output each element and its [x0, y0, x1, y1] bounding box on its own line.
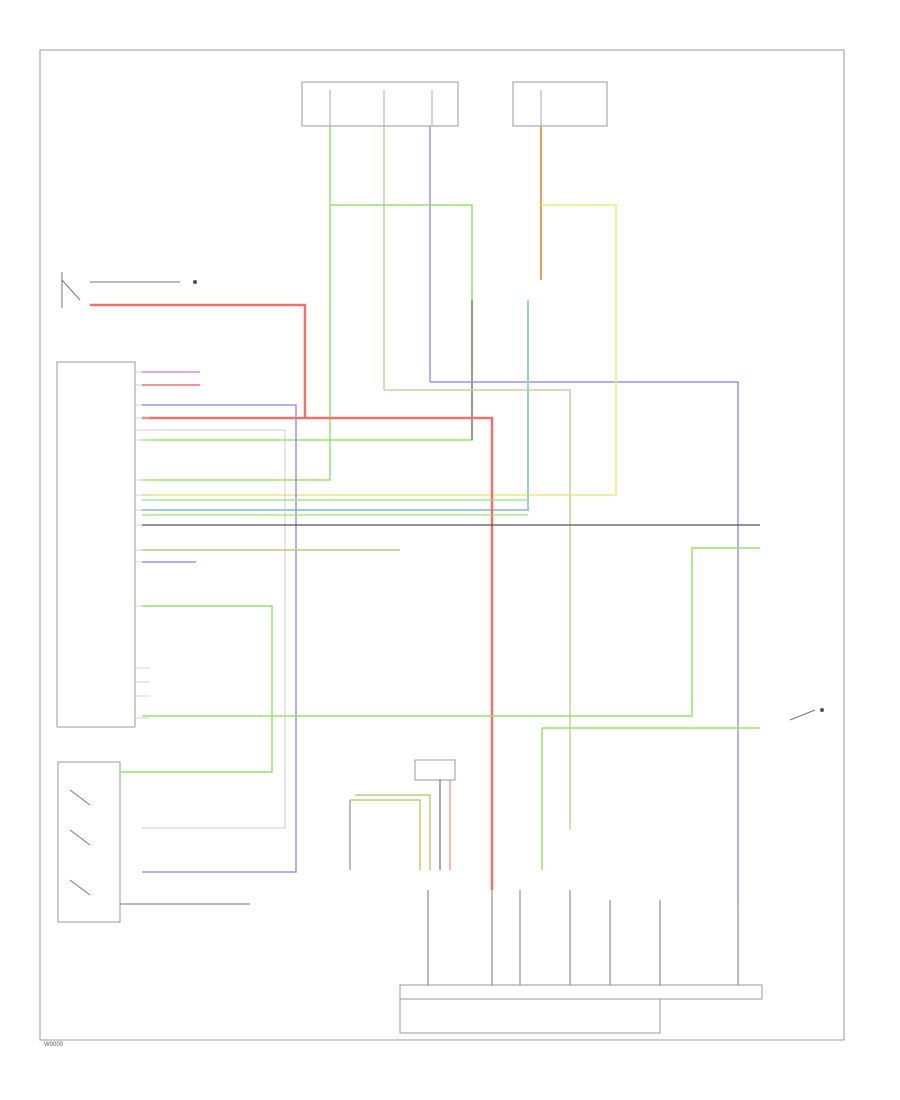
fuse-box-left [301, 81, 459, 127]
corner-code: W0000 [44, 1042, 64, 1048]
wire-gray-module [142, 429, 286, 829]
wire-light-blue [142, 300, 529, 511]
wire-red-long [142, 416, 494, 890]
fuse-box-group [301, 81, 608, 127]
wire-green-side [142, 605, 273, 773]
wire-green-top [142, 205, 331, 481]
fuse-box-right [512, 81, 608, 127]
bottom-module-leads [427, 890, 739, 985]
wire-green-long [142, 547, 760, 717]
lower-left-switch [57, 761, 121, 923]
right-switch [789, 708, 824, 721]
control-module [56, 361, 136, 728]
switch-contacts [69, 789, 91, 896]
wire-red-upper [90, 303, 307, 418]
upper-left-switch [61, 272, 197, 308]
connector-wires [349, 780, 451, 870]
bottom-module-box [399, 998, 661, 1034]
wire-tan [384, 389, 571, 830]
bottom-connector [414, 759, 456, 781]
wire-yellow [142, 204, 617, 496]
diagram-frame [39, 49, 845, 1041]
wire-blue-module [142, 404, 297, 873]
